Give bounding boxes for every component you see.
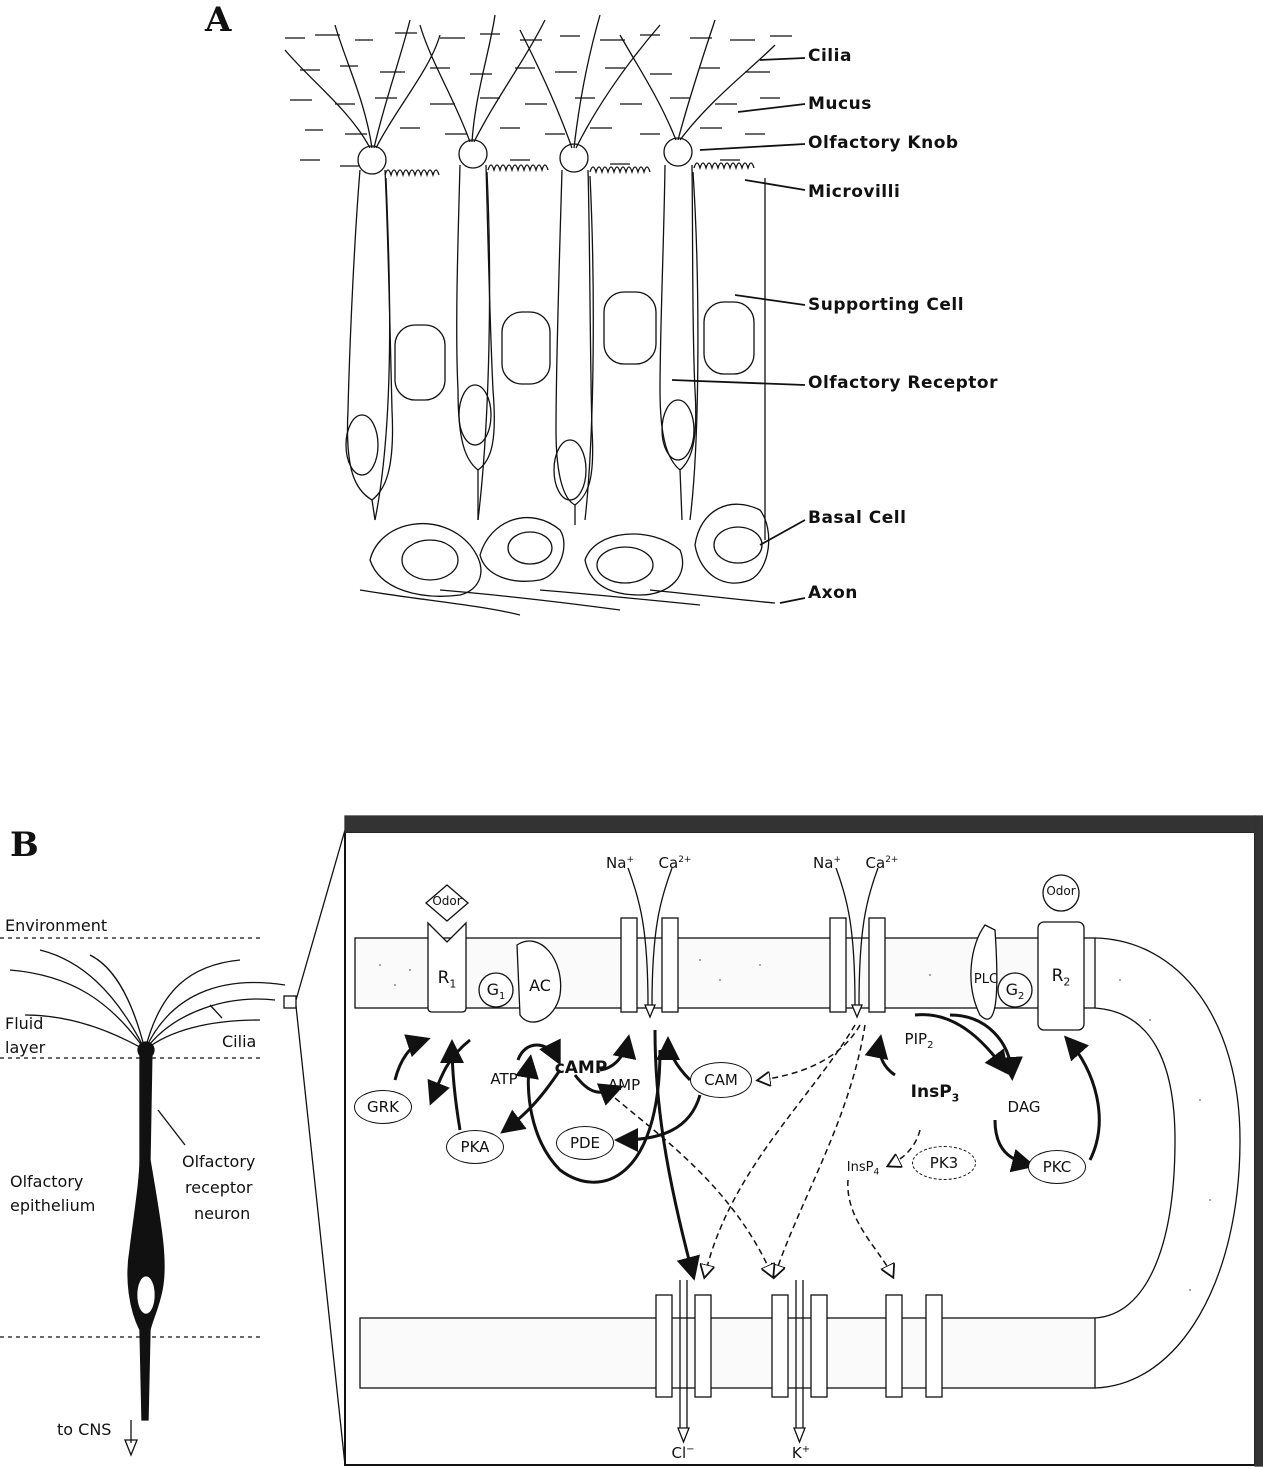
r2-label: R2 [1046,966,1076,988]
g1-label: G1 [481,980,511,1002]
ac-label: AC [520,976,560,995]
label-epithelium-1: Olfactory [10,1172,83,1191]
label-environment: Environment [5,916,107,935]
membrane-bend [1095,938,1240,1388]
label-cilia-b: Cilia [222,1032,256,1051]
pk3-oval: PK3 [912,1146,976,1180]
label-fluid: Fluid [5,1014,43,1033]
dag-label: DAG [1004,1098,1044,1116]
plc-label: PLC [968,972,1004,987]
odor-label-1: Odor [427,894,467,908]
odor-label-2: Odor [1041,884,1081,898]
k-label: K+ [786,1444,816,1462]
amp-label: AMP [600,1076,648,1094]
grk-oval: GRK [354,1090,412,1124]
ca-label-2: Ca2+ [862,854,902,872]
label-neuron: neuron [194,1204,250,1223]
na-label-2: Na+ [810,854,844,872]
atp-label: ATP [484,1070,524,1088]
insp3-label: InsP3 [905,1082,965,1104]
r1-label: R1 [432,968,462,990]
label-receptor: receptor [185,1178,253,1197]
pde-oval: PDE [556,1126,614,1160]
label-epithelium-2: epithelium [10,1196,95,1215]
pka-oval: PKA [446,1130,504,1164]
lower-membrane [360,1318,1095,1388]
insp4-label: InsP4 [838,1160,888,1178]
pkc-oval: PKC [1028,1150,1086,1184]
pip2-label: PIP2 [894,1030,944,1051]
g2-label: G2 [1000,980,1030,1002]
ca-label-1: Ca2+ [655,854,695,872]
cam-oval: CAM [690,1062,752,1098]
label-layer: layer [5,1038,45,1057]
cl-label: Cl− [668,1444,698,1462]
na-label-1: Na+ [603,854,637,872]
camp-label: cAMP [546,1058,616,1078]
label-to-cns: to CNS [57,1420,111,1439]
label-olfactory: Olfactory [182,1152,255,1171]
